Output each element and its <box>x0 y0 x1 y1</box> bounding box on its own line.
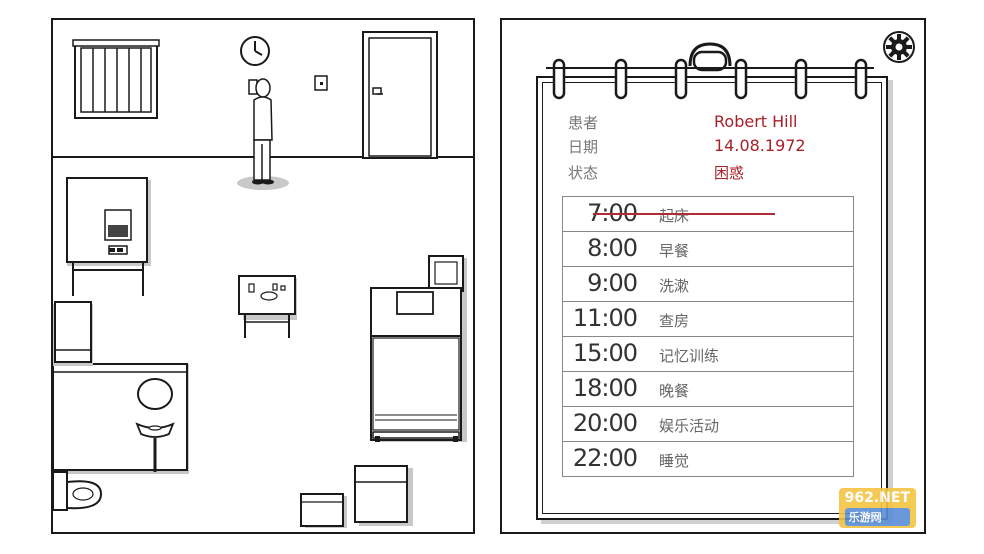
storage-box[interactable] <box>300 493 347 528</box>
sink-icon[interactable] <box>135 378 175 472</box>
clock-icon[interactable] <box>240 36 270 66</box>
schedule-time: 22:00 <box>572 444 638 472</box>
room-drawing <box>53 31 473 528</box>
side-table[interactable] <box>238 275 297 338</box>
gear-icon[interactable] <box>882 30 916 64</box>
clipboard-panel: 患者 Robert Hill 日期 14.08.1972 状态 困惑 7:00 … <box>500 18 926 534</box>
status-value: 困惑 <box>714 164 745 182</box>
schedule-table: 7:00 起床 8:00 早餐 9:00 洗漱 11:00 查房 15:00 记… <box>562 196 854 477</box>
schedule-task: 洗漱 <box>659 277 690 295</box>
patient-character[interactable] <box>237 78 289 190</box>
watermark-sub: 乐游网 <box>844 508 910 526</box>
room-view[interactable] <box>51 18 475 534</box>
schedule-notepad: 患者 Robert Hill 日期 14.08.1972 状态 困惑 7:00 … <box>536 76 888 520</box>
schedule-task: 娱乐活动 <box>659 417 720 435</box>
schedule-time: 20:00 <box>572 409 638 437</box>
date-label: 日期 <box>568 138 599 156</box>
schedule-row[interactable]: 9:00 洗漱 <box>562 266 854 301</box>
window-icon[interactable] <box>72 39 160 119</box>
watermark-main: 962.NET <box>844 490 910 506</box>
notepad-border <box>542 82 882 514</box>
schedule-row[interactable]: 15:00 记忆训练 <box>562 336 854 371</box>
toilet-icon[interactable] <box>53 471 103 511</box>
status-label: 状态 <box>568 164 599 182</box>
schedule-task: 早餐 <box>659 242 690 260</box>
schedule-task: 晚餐 <box>659 382 690 400</box>
schedule-task: 记忆训练 <box>659 347 720 365</box>
schedule-time: 8:00 <box>587 234 638 262</box>
schedule-row[interactable]: 7:00 起床 <box>562 196 854 231</box>
schedule-time: 11:00 <box>572 304 638 332</box>
schedule-row[interactable]: 18:00 晚餐 <box>562 371 854 406</box>
schedule-time: 18:00 <box>572 374 638 402</box>
cabinet[interactable] <box>354 465 413 526</box>
counter-with-microwave[interactable] <box>66 177 151 296</box>
patient-name-label: 患者 <box>568 114 599 132</box>
date-value: 14.08.1972 <box>714 136 806 155</box>
schedule-task: 查房 <box>659 312 690 330</box>
schedule-time: 9:00 <box>587 269 638 297</box>
completed-strikethrough <box>593 213 775 215</box>
schedule-row[interactable]: 22:00 睡觉 <box>562 441 854 477</box>
schedule-row[interactable]: 11:00 查房 <box>562 301 854 336</box>
patient-name-value: Robert Hill <box>714 112 798 131</box>
schedule-task: 睡觉 <box>659 452 690 470</box>
door-icon[interactable] <box>362 31 438 159</box>
site-watermark: 962.NET 乐游网 <box>838 488 916 528</box>
bed[interactable] <box>370 287 467 442</box>
schedule-task: 起床 <box>659 207 690 225</box>
schedule-row[interactable]: 20:00 娱乐活动 <box>562 406 854 441</box>
schedule-time: 15:00 <box>572 339 638 367</box>
schedule-row[interactable]: 8:00 早餐 <box>562 231 854 266</box>
